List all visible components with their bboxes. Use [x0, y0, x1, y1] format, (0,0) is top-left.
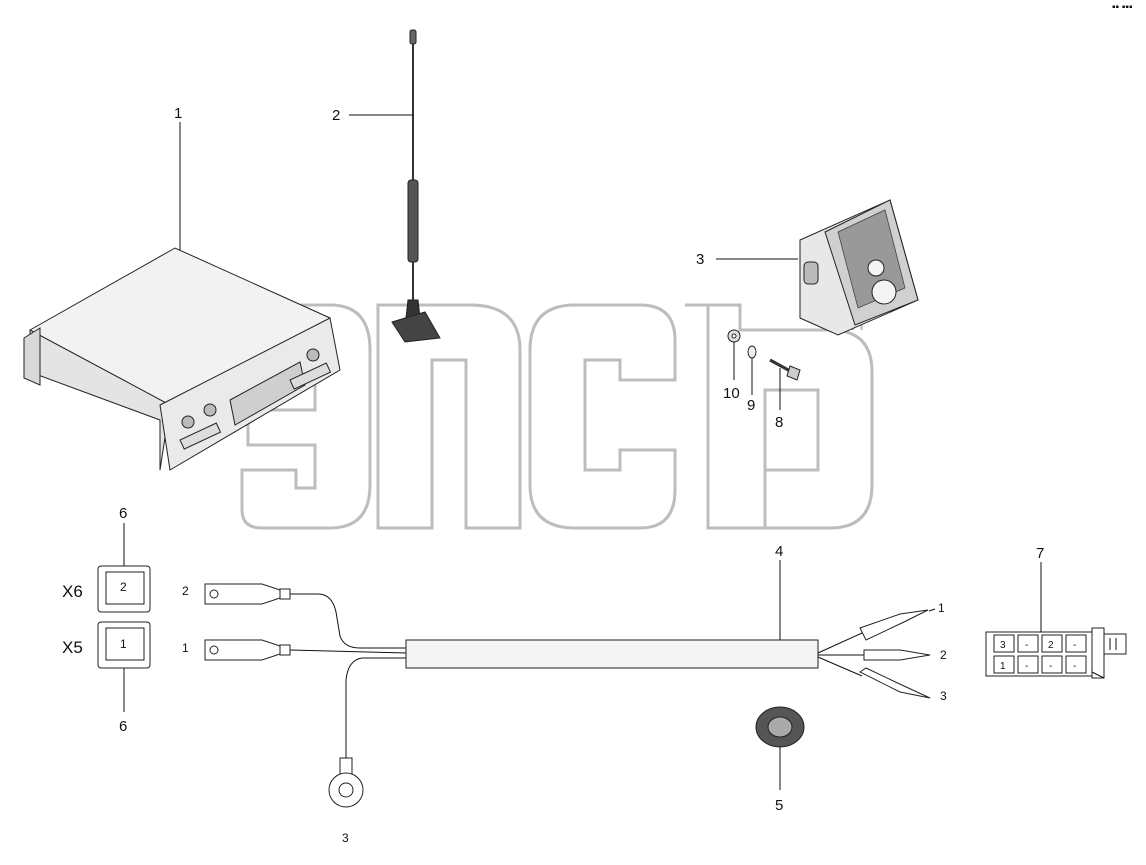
callout-washer: 9 — [747, 397, 755, 414]
rect-connector-cell: 3 — [1000, 640, 1006, 651]
connector-x5-pin: 1 — [120, 637, 127, 651]
rect-connector-cell: - — [1073, 640, 1076, 651]
connector-x6-pin: 2 — [120, 580, 127, 594]
antenna — [391, 29, 441, 343]
connector-x6: 2 — [97, 565, 151, 613]
callout-antenna: 2 — [332, 107, 340, 124]
callout-x6: 6 — [119, 505, 127, 522]
connector-x5-name: X5 — [62, 638, 83, 657]
callout-ring-terminal: 3 — [342, 831, 349, 845]
wiring-harness — [204, 583, 931, 808]
screw — [769, 358, 801, 381]
rect-connector-cell: - — [1025, 640, 1028, 651]
speaker — [799, 199, 919, 336]
rect-connector-cell: - — [1049, 661, 1052, 672]
rect-connector-cell: 2 — [1048, 640, 1054, 651]
rect-connector: 3 - 2 - 1 - - - — [985, 627, 1127, 679]
rect-connector-cell: 1 — [1000, 661, 1006, 672]
callout-x5: 6 — [119, 718, 127, 735]
connector-x6-name: X6 — [62, 582, 83, 601]
wire-label-left-bottom: 1 — [182, 641, 189, 655]
corner-mark: ▪▪ ▪▪▪ — [1112, 2, 1133, 13]
callout-rect-connector: 7 — [1036, 545, 1044, 562]
callout-harness: 4 — [775, 543, 783, 560]
callout-nut: 10 — [723, 385, 740, 402]
callout-radio: 1 — [174, 105, 182, 122]
wire-label-left-top: 2 — [182, 584, 189, 598]
connector-x5: 1 — [97, 621, 151, 669]
wire-label-right-3: 3 — [940, 689, 947, 703]
wire-label-right-2: 2 — [940, 648, 947, 662]
callout-grommet: 5 — [775, 797, 783, 814]
washer — [747, 345, 757, 359]
wire-label-right-1: 1 — [938, 601, 945, 615]
rect-connector-cell: - — [1025, 661, 1028, 672]
nut — [727, 329, 741, 343]
rect-connector-cell: - — [1073, 661, 1076, 672]
grommet — [755, 706, 805, 748]
radio-unit — [23, 247, 341, 471]
callout-speaker: 3 — [696, 251, 704, 268]
callout-screw: 8 — [775, 414, 783, 431]
